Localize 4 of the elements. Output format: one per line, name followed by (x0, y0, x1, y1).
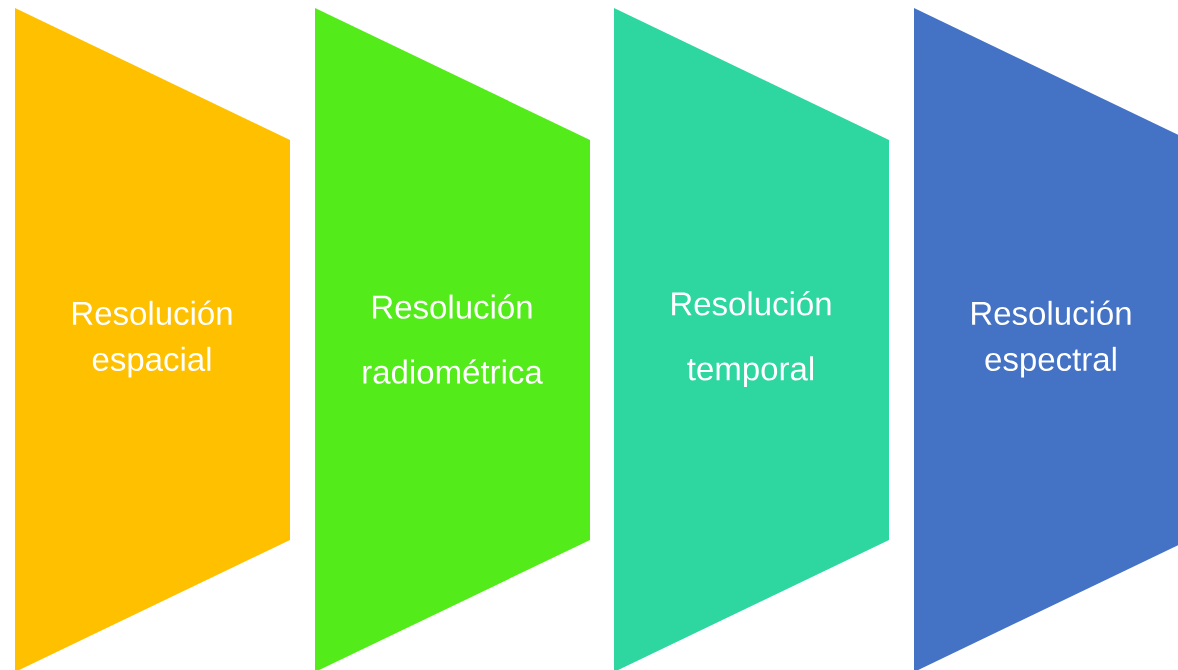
trapezoid-panel: Resolución temporal (614, 8, 889, 670)
trapezoid-panel: Resolución radiométrica (315, 8, 590, 670)
trapezoid-panel: Resolución espectral (914, 8, 1178, 670)
trapezoid-panel: Resolución espacial (15, 8, 290, 670)
